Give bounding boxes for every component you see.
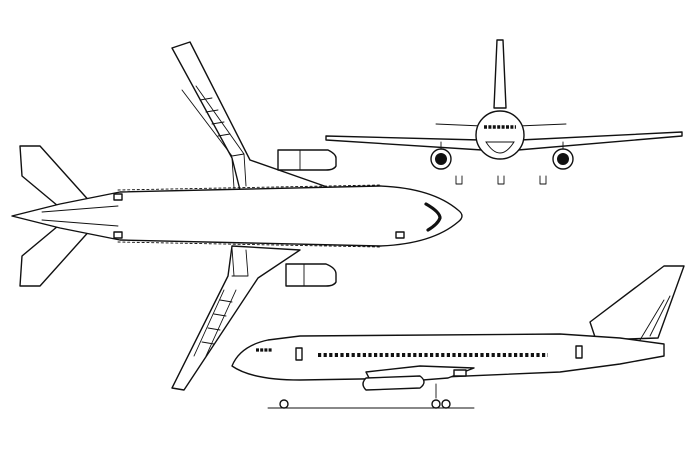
plan-fuselage	[11, 185, 463, 247]
side-door	[295, 347, 303, 361]
side-view	[231, 265, 685, 409]
front-fuselage	[475, 110, 525, 160]
plan-view	[11, 41, 463, 391]
plan-upper-engine	[277, 149, 337, 171]
side-engine	[362, 375, 425, 391]
plan-lower-engine	[285, 263, 337, 287]
plan-lower-wing-flap-lines	[201, 299, 233, 345]
side-main-gear-wheel	[431, 399, 441, 409]
plan-lower-wing	[171, 245, 301, 391]
plan-door	[395, 231, 405, 239]
side-door	[575, 345, 583, 359]
plan-door	[113, 193, 123, 201]
front-view	[325, 39, 683, 185]
front-left-wing	[325, 135, 483, 151]
side-flap-fairing	[453, 369, 467, 377]
plan-lower-stabilizer	[19, 225, 93, 287]
plan-fuselage-window-line-top	[117, 184, 381, 191]
plan-door	[113, 231, 123, 239]
plan-upper-wing-flap-lines	[199, 97, 231, 137]
side-nose-gear-wheel	[279, 399, 289, 409]
plan-cockpit-window	[424, 202, 442, 232]
side-fin	[589, 265, 685, 341]
front-right-wing	[517, 131, 683, 151]
front-nose-radome	[485, 141, 515, 154]
plan-lower-wing-trailing-edge	[193, 247, 249, 357]
side-main-gear-wheel	[441, 399, 451, 409]
front-landing-gear	[455, 175, 547, 185]
plan-fuselage-window-line-bottom	[117, 241, 381, 248]
plan-upper-stabilizer	[19, 145, 93, 207]
front-fin	[493, 39, 507, 109]
plan-tail-cone-line	[41, 205, 119, 227]
plan-upper-wing-trailing-edge	[181, 85, 247, 189]
